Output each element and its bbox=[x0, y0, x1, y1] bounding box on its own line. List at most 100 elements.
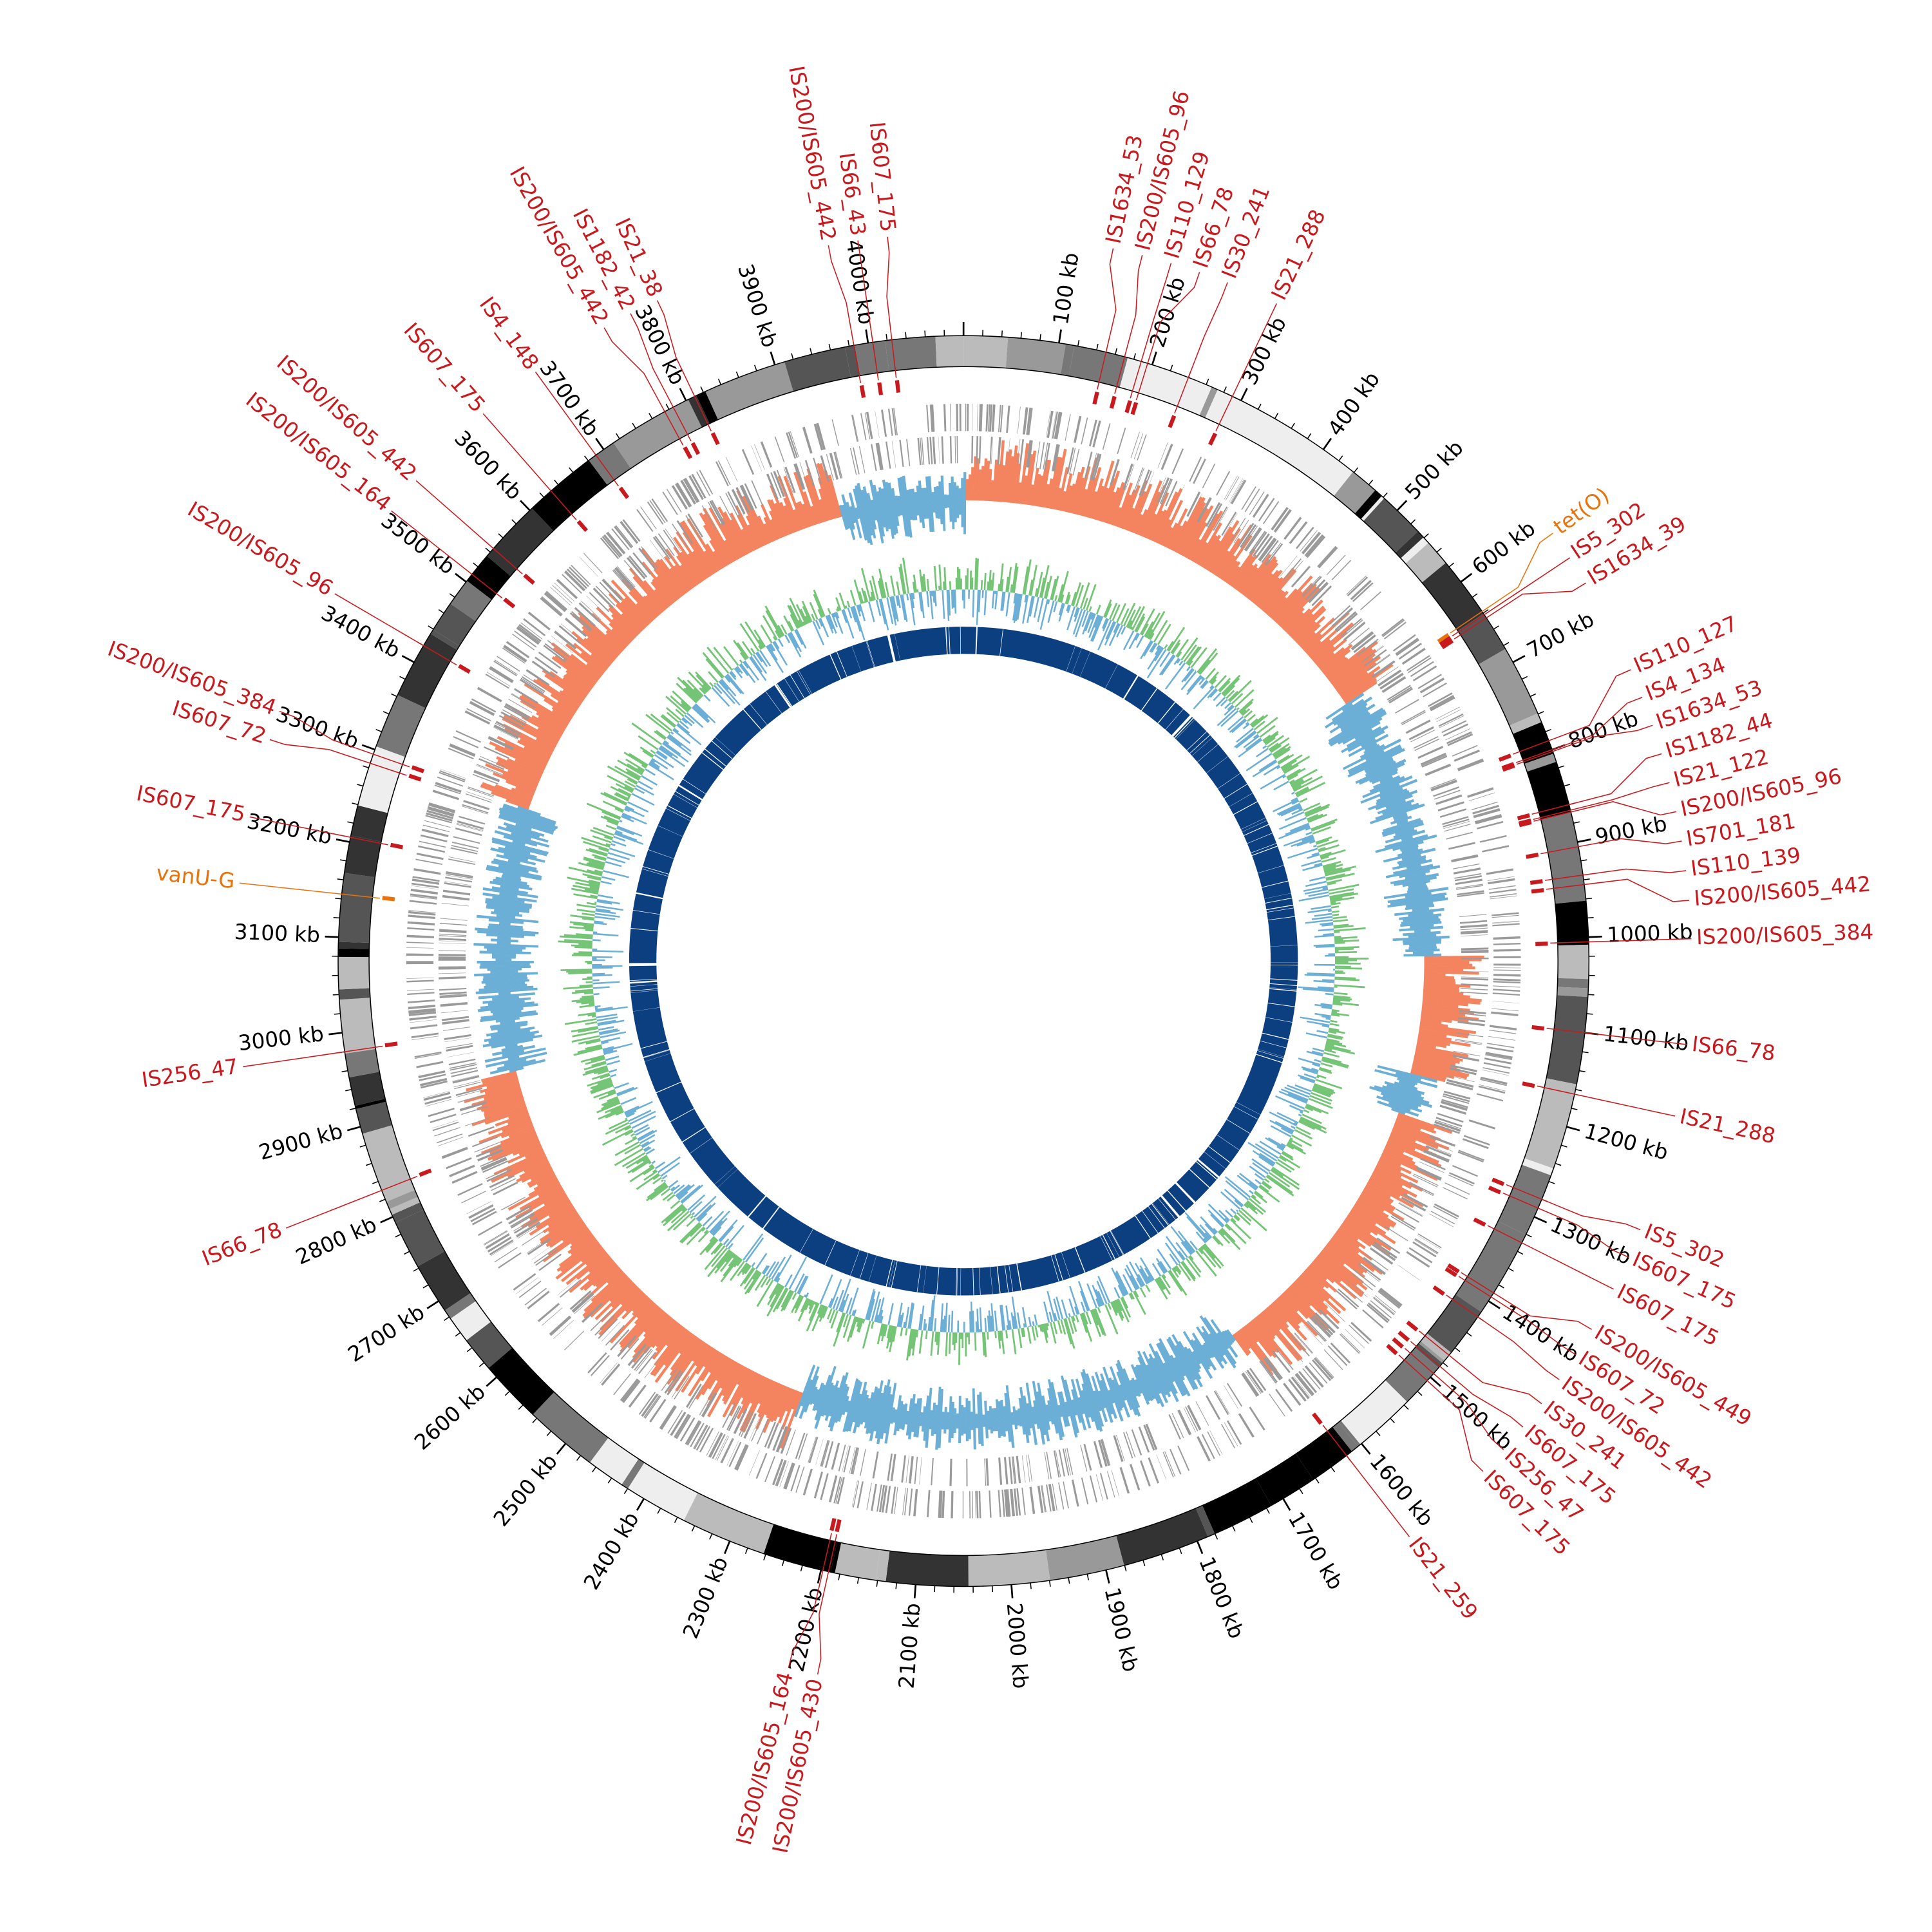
gene bbox=[511, 694, 535, 708]
gene bbox=[1296, 527, 1314, 549]
gc-content-high bbox=[943, 567, 947, 591]
gc-skew-positive bbox=[621, 612, 641, 634]
gc-content-low bbox=[709, 1210, 730, 1233]
gene bbox=[999, 404, 1003, 433]
gc-skew-positive bbox=[1033, 473, 1041, 506]
gene bbox=[852, 1447, 860, 1475]
gene bbox=[614, 526, 632, 549]
gc-content-low bbox=[1302, 864, 1323, 871]
gc-content-low bbox=[775, 1255, 792, 1282]
gc-content-high bbox=[697, 1231, 710, 1243]
gene bbox=[891, 1454, 896, 1482]
gene bbox=[1467, 787, 1494, 798]
major-tick bbox=[1460, 573, 1473, 583]
gc-content-high bbox=[603, 1099, 620, 1107]
gene bbox=[504, 645, 527, 662]
gc-content-high bbox=[1081, 1312, 1093, 1342]
gc-content-high bbox=[1335, 961, 1349, 963]
gc-content-high bbox=[1060, 594, 1065, 603]
gc-skew-negative bbox=[995, 1399, 1001, 1438]
gc-content-low bbox=[1066, 606, 1076, 630]
gene bbox=[464, 1117, 491, 1126]
gc-content-low bbox=[987, 1315, 990, 1332]
gc-skew-positive bbox=[1068, 471, 1081, 513]
gene bbox=[1455, 1039, 1482, 1044]
gene bbox=[409, 1016, 437, 1021]
gene bbox=[1489, 1030, 1517, 1034]
gc-content-low bbox=[1282, 775, 1287, 779]
gc-skew-positive bbox=[1396, 1117, 1437, 1134]
gc-content-low bbox=[691, 706, 709, 723]
gc-content-high bbox=[835, 608, 839, 612]
ideogram-band bbox=[350, 805, 388, 842]
gc-skew-negative bbox=[1382, 802, 1412, 815]
gc-content-low bbox=[1123, 630, 1135, 650]
gc-content-low bbox=[1278, 826, 1311, 840]
gc-content-high bbox=[1240, 709, 1247, 715]
gene bbox=[1452, 863, 1480, 869]
gc-content-high bbox=[1208, 671, 1219, 683]
gene bbox=[626, 556, 646, 580]
gene bbox=[440, 918, 468, 921]
gc-content-low bbox=[876, 1297, 885, 1323]
gc-content-high bbox=[1050, 578, 1057, 600]
gc-content-high bbox=[587, 869, 603, 875]
gc-content-high bbox=[1198, 1247, 1217, 1268]
gene bbox=[1311, 585, 1332, 607]
gc-skew-positive bbox=[1139, 491, 1161, 536]
gc-skew-positive bbox=[495, 761, 540, 783]
gene bbox=[1430, 778, 1457, 789]
gc-content-high bbox=[1223, 685, 1236, 697]
gc-skew-positive bbox=[1283, 612, 1304, 632]
gc-content-high bbox=[1308, 1097, 1333, 1110]
gene bbox=[462, 804, 489, 813]
gc-skew-positive bbox=[1412, 1064, 1468, 1079]
gc-content-low bbox=[991, 591, 995, 609]
gc-content-low bbox=[1009, 1320, 1012, 1330]
gc-content-high bbox=[1128, 606, 1142, 629]
gc-skew-negative bbox=[1397, 855, 1426, 864]
minor-tick bbox=[905, 332, 907, 339]
gc-skew-positive bbox=[1356, 1199, 1397, 1226]
gc-content-high bbox=[1251, 715, 1265, 727]
gene bbox=[795, 463, 806, 490]
gene bbox=[1288, 1379, 1307, 1402]
gc-content-high bbox=[576, 904, 596, 909]
gc-skew-positive bbox=[1200, 535, 1222, 567]
gc-skew-negative bbox=[893, 1409, 898, 1423]
gc-content-high bbox=[600, 792, 627, 806]
minor-tick bbox=[1142, 1560, 1146, 1567]
gene bbox=[1173, 484, 1185, 510]
gc-content-high bbox=[728, 1255, 738, 1267]
gc-skew-negative bbox=[1379, 775, 1394, 784]
gc-skew-positive bbox=[1244, 556, 1277, 598]
gc-content-high bbox=[1031, 1326, 1036, 1341]
gc-skew-negative bbox=[938, 1388, 943, 1448]
gc-content-high bbox=[1278, 753, 1294, 765]
gc-content-low bbox=[972, 1311, 975, 1333]
gene bbox=[798, 1434, 808, 1460]
gene bbox=[1434, 790, 1461, 800]
gc-content-low bbox=[687, 1194, 706, 1211]
gene bbox=[717, 460, 731, 486]
gc-skew-positive bbox=[1247, 562, 1279, 600]
gc-skew-positive bbox=[1302, 633, 1322, 652]
gc-content-high bbox=[756, 1279, 774, 1307]
gc-content-low bbox=[767, 645, 778, 661]
gc-content-high bbox=[1334, 951, 1357, 954]
gc-content-low bbox=[592, 958, 597, 960]
gc-content-low bbox=[1195, 1231, 1207, 1244]
inner-ring-gap bbox=[888, 1259, 896, 1289]
inner-ring-gap bbox=[1269, 978, 1299, 981]
gene bbox=[622, 1380, 641, 1403]
gc-skew-negative bbox=[1075, 1378, 1092, 1429]
gc-content-high bbox=[610, 786, 631, 797]
gc-content-low bbox=[620, 1097, 637, 1105]
gc-content-low bbox=[597, 1019, 625, 1027]
gc-skew-negative bbox=[489, 1059, 546, 1075]
label-connector bbox=[1502, 1192, 1629, 1258]
gc-skew-negative bbox=[1012, 1406, 1018, 1430]
gc-content-low bbox=[994, 591, 998, 610]
gc-skew-positive bbox=[589, 1278, 631, 1318]
gc-content-low bbox=[744, 1237, 764, 1263]
